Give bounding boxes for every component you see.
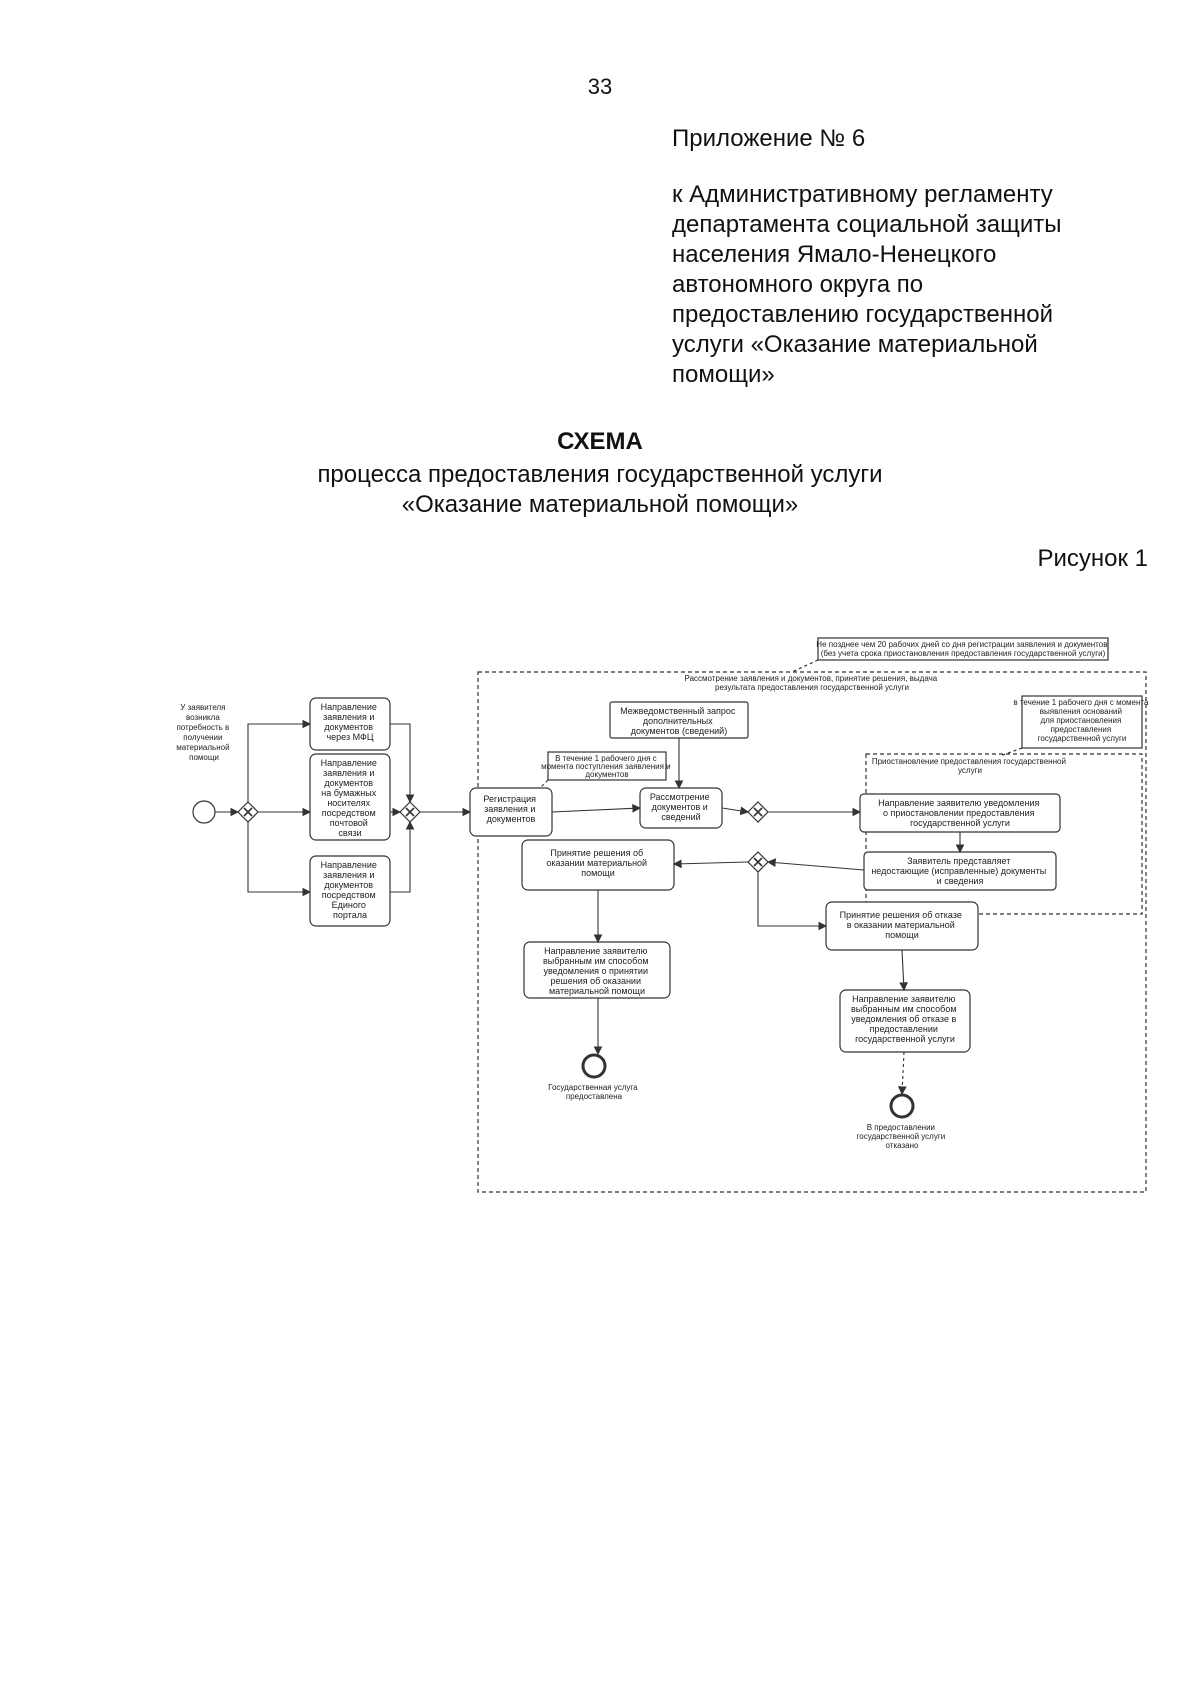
decision-refuse-label: Принятие решения об отказе в оказании ма… xyxy=(840,910,965,940)
appendix-block: Приложение № 6 к Административному регла… xyxy=(672,124,1142,390)
end-grant-label: Государственная услуга предоставлена xyxy=(548,1083,640,1101)
suspension-region xyxy=(865,753,1143,915)
suspension-note-label: в течение 1 рабочего дня с момента выявл… xyxy=(1013,698,1150,743)
process-diagram: У заявителя возникла потребность в получ… xyxy=(170,630,1150,1200)
process-diagram-svg: У заявителя возникла потребность в получ… xyxy=(176,637,1150,1193)
appendix-line: населения Ямало-Ненецкого xyxy=(672,241,997,268)
appendix-text: к Административному регламенту департаме… xyxy=(672,180,1142,390)
page-number: 33 xyxy=(587,74,613,99)
docs-submission-label: Заявитель представляет недостающие (испр… xyxy=(871,856,1048,886)
appendix-line: услуги «Оказание материальной xyxy=(672,331,1038,358)
outer-region xyxy=(477,671,1147,1193)
decision-grant-label: Принятие решения об оказании материально… xyxy=(546,848,649,878)
mfc-box-label: Направление заявления и документов через… xyxy=(321,702,380,742)
notice-grant-label: Направление заявителю выбранным им спосо… xyxy=(543,946,651,996)
schema-subtitle-line: «Оказание материальной помощи» xyxy=(401,491,799,518)
portal-box-label: Направление заявления и документов посре… xyxy=(321,860,380,920)
notice-refuse-label: Направление заявителю выбранным им спосо… xyxy=(851,994,959,1044)
notice-suspension-label: Направление заявителю уведомления о прио… xyxy=(878,798,1042,828)
outer-header-label: Рассмотрение заявления и документов, при… xyxy=(685,674,940,692)
appendix-title: Приложение № 6 xyxy=(672,125,866,152)
registration-note-label: В течение 1 рабочего дня с момента посту… xyxy=(541,754,673,779)
end-refuse-label: В предоставлении государственной услуги … xyxy=(857,1123,948,1150)
schema-subtitle: процесса предоставления государственной … xyxy=(0,460,1200,520)
appendix-line: к Административному регламенту xyxy=(672,181,1053,208)
suspension-note-box xyxy=(1021,695,1143,749)
suspension-header-label: Приостановление предоставления государст… xyxy=(872,757,1068,775)
appendix-line: предоставлению государственной xyxy=(672,301,1054,328)
schema-subtitle-line: процесса предоставления государственной … xyxy=(317,461,883,488)
appendix-line: департамента социальной защиты xyxy=(672,211,1062,238)
interagency-request-label: Межведомственный запрос дополнительных д… xyxy=(620,706,738,736)
review-box-label: Рассмотрение документов и сведений xyxy=(650,792,712,822)
figure-label: Рисунок 1 xyxy=(1037,545,1148,572)
outer-note-box xyxy=(817,637,1109,661)
registration-note-box xyxy=(547,751,667,781)
schema-title: СХЕМА xyxy=(557,428,643,455)
appendix-line: помощи» xyxy=(672,361,775,388)
registration-box-label: Регистрация заявления и документов xyxy=(483,794,538,824)
mail-box-label: Направление заявления и документов на бу… xyxy=(321,758,380,838)
start-event-label: У заявителя возникла потребность в получ… xyxy=(176,703,232,762)
outer-note-label: Не позднее чем 20 рабочих дней со дня ре… xyxy=(816,640,1109,658)
appendix-line: автономного округа по xyxy=(672,271,924,298)
